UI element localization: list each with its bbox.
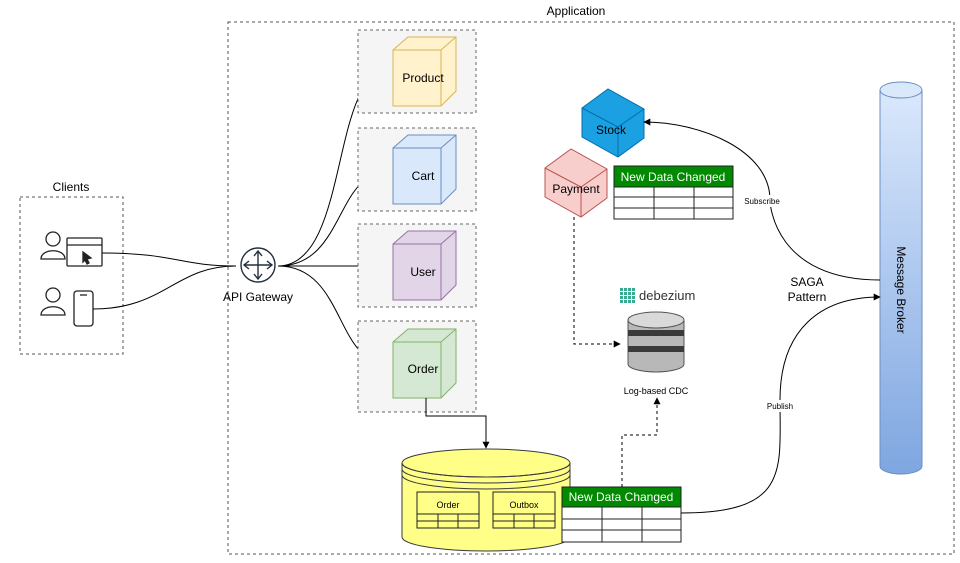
browser-to-gateway-line: [101, 252, 237, 267]
bottom-table-header: New Data Changed: [569, 490, 674, 504]
publish-label: Publish: [767, 402, 793, 411]
top-table-header: New Data Changed: [621, 170, 726, 184]
product-label: Product: [402, 71, 444, 85]
user-service[interactable]: User: [357, 223, 477, 308]
clients-container: [19, 196, 124, 355]
outbox-table: Outbox: [492, 491, 556, 529]
order-service[interactable]: Order: [357, 320, 477, 413]
outbox-table-label: Outbox: [509, 500, 539, 510]
payment-label: Payment: [552, 182, 600, 196]
cdc-label: Log-based CDC: [624, 386, 689, 396]
payment-to-cdc-arrow: [573, 217, 621, 348]
stock-service[interactable]: Stock: [581, 88, 645, 158]
product-service[interactable]: Product: [357, 29, 477, 114]
outbox-to-cdc-arrow: [621, 397, 661, 487]
cdc-database-icon: [627, 311, 685, 373]
order-label: Order: [408, 362, 439, 376]
stock-label: Stock: [596, 123, 627, 137]
payment-service[interactable]: Payment: [544, 148, 608, 218]
debezium-label: debezium: [639, 288, 695, 303]
subscribe-label-bg: [742, 195, 782, 207]
mobile-to-gateway-line: [92, 265, 237, 310]
debezium-logo: debezium: [620, 288, 695, 303]
user-mobile-icon: [40, 287, 94, 327]
publish-label-bg: [763, 400, 797, 412]
order-to-database-arrow: [425, 398, 490, 449]
clients-label: Clients: [53, 180, 90, 194]
bottom-data-table: New Data Changed: [561, 486, 682, 543]
user-browser-icon: [40, 231, 103, 267]
saga-label-line1: SAGA: [790, 275, 823, 289]
api-gateway-icon: [240, 247, 276, 283]
top-data-table: New Data Changed: [613, 165, 734, 220]
cart-label: Cart: [412, 169, 435, 183]
subscribe-label: Subscribe: [744, 197, 780, 206]
message-broker[interactable]: Message Broker: [879, 81, 923, 475]
cart-service[interactable]: Cart: [357, 127, 477, 212]
order-database: [401, 448, 571, 552]
user-label: User: [410, 265, 435, 279]
application-label: Application: [547, 4, 606, 18]
message-broker-label: Message Broker: [894, 246, 908, 333]
order-table-label: Order: [436, 500, 459, 510]
saga-label-line2: Pattern: [788, 290, 827, 304]
order-table: Order: [416, 491, 480, 529]
application-container: [227, 21, 955, 555]
api-gateway-label: API Gateway: [223, 290, 293, 304]
